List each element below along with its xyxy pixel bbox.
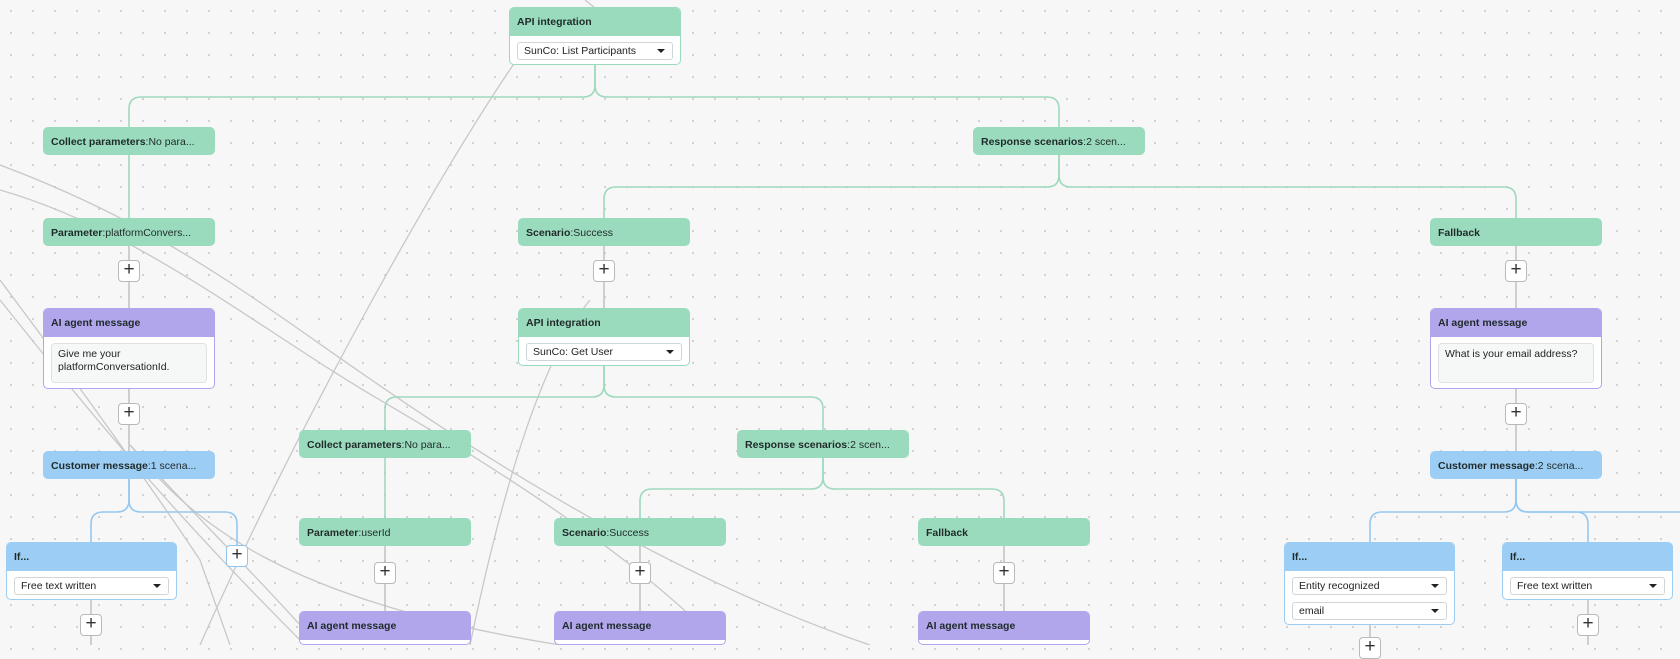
api-integration-node[interactable]: API integration SunCo: Get User xyxy=(518,308,690,366)
scenario-success-node[interactable]: Scenario:Success xyxy=(554,518,726,546)
caret-down-icon xyxy=(1649,584,1657,588)
add-step-button[interactable]: + xyxy=(1577,614,1599,636)
node-summary: 2 scena... xyxy=(1537,460,1584,472)
node-summary: platformConvers... xyxy=(105,227,192,239)
endpoint-select[interactable]: SunCo: List Participants xyxy=(517,42,673,60)
node-title: AI agent message xyxy=(926,620,1016,632)
add-step-button[interactable]: + xyxy=(993,562,1015,584)
node-title: Response scenarios xyxy=(745,439,848,451)
node-summary: 2 scen... xyxy=(850,439,890,451)
node-summary: No para... xyxy=(404,439,451,451)
fallback-node[interactable]: Fallback xyxy=(918,518,1090,546)
select-value: SunCo: List Participants xyxy=(524,45,637,57)
endpoint-select[interactable]: SunCo: Get User xyxy=(526,343,682,361)
node-title: If... xyxy=(14,551,30,563)
node-title: Fallback xyxy=(926,527,969,539)
api-integration-node[interactable]: API integration SunCo: List Participants xyxy=(509,7,681,65)
node-summary: 2 scen... xyxy=(1086,136,1126,148)
add-branch-button[interactable]: + xyxy=(226,545,248,567)
node-summary: No para... xyxy=(148,136,195,148)
ai-agent-message-node[interactable]: AI agent message What is your email addr… xyxy=(1430,308,1602,389)
node-title: AI agent message xyxy=(1438,317,1528,329)
caret-down-icon xyxy=(153,584,161,588)
fallback-node[interactable]: Fallback xyxy=(1430,218,1602,246)
add-step-button[interactable]: + xyxy=(1505,403,1527,425)
select-value: Free text written xyxy=(1517,580,1593,592)
node-title: Response scenarios xyxy=(981,136,1084,148)
condition-select[interactable]: Free text written xyxy=(1510,577,1665,595)
node-title: If... xyxy=(1292,551,1308,563)
message-text[interactable]: Give me your platformConversationId. xyxy=(51,343,207,383)
caret-down-icon xyxy=(1431,609,1439,613)
node-title: Parameter xyxy=(307,527,359,539)
node-title: Customer message xyxy=(1438,460,1535,472)
add-step-button[interactable]: + xyxy=(1359,637,1381,659)
node-title: Scenario xyxy=(526,227,571,239)
add-step-button[interactable]: + xyxy=(1505,260,1527,282)
condition-select[interactable]: Entity recognized xyxy=(1292,577,1447,595)
node-title: AI agent message xyxy=(562,620,652,632)
node-title: Parameter xyxy=(51,227,103,239)
select-value: SunCo: Get User xyxy=(533,346,613,358)
message-text[interactable]: What is your email address? xyxy=(1438,343,1594,383)
response-scenarios-node[interactable]: Response scenarios:2 scen... xyxy=(737,430,909,458)
node-title: API integration xyxy=(526,317,601,329)
caret-down-icon xyxy=(666,350,674,354)
node-title: Collect parameters xyxy=(307,439,402,451)
node-summary: userId xyxy=(361,527,391,539)
customer-message-node[interactable]: Customer message:1 scena... xyxy=(43,451,215,479)
parameter-node[interactable]: Parameter:userId xyxy=(299,518,471,546)
customer-message-node[interactable]: Customer message:2 scena... xyxy=(1430,451,1602,479)
node-summary: Success xyxy=(609,527,649,539)
scenario-success-node[interactable]: Scenario:Success xyxy=(518,218,690,246)
ai-agent-message-node[interactable]: AI agent message xyxy=(554,611,726,645)
select-value: Entity recognized xyxy=(1299,580,1380,592)
ai-agent-message-node[interactable]: AI agent message xyxy=(299,611,471,645)
if-condition-node[interactable]: If... Free text written xyxy=(1502,542,1673,600)
entity-select[interactable]: email xyxy=(1292,602,1447,620)
parameter-node[interactable]: Parameter:platformConvers... xyxy=(43,218,215,246)
node-title: AI agent message xyxy=(51,317,141,329)
ai-agent-message-node[interactable]: AI agent message Give me your platformCo… xyxy=(43,308,215,389)
response-scenarios-node[interactable]: Response scenarios:2 scen... xyxy=(973,127,1145,155)
if-condition-node[interactable]: If... Entity recognized email xyxy=(1284,542,1455,625)
ai-agent-message-node[interactable]: AI agent message xyxy=(918,611,1090,645)
node-title: Scenario xyxy=(562,527,607,539)
node-title: API integration xyxy=(517,16,592,28)
add-step-button[interactable]: + xyxy=(593,260,615,282)
node-summary: 1 scena... xyxy=(150,460,197,472)
cross-link xyxy=(199,54,521,645)
condition-select[interactable]: Free text written xyxy=(14,577,169,595)
if-condition-node[interactable]: If... Free text written xyxy=(6,542,177,600)
node-title: If... xyxy=(1510,551,1526,563)
add-step-button[interactable]: + xyxy=(374,562,396,584)
collect-parameters-node[interactable]: Collect parameters:No para... xyxy=(299,430,471,458)
add-step-button[interactable]: + xyxy=(629,562,651,584)
caret-down-icon xyxy=(1431,584,1439,588)
add-step-button[interactable]: + xyxy=(80,614,102,636)
add-step-button[interactable]: + xyxy=(118,403,140,425)
node-summary: Success xyxy=(573,227,613,239)
collect-parameters-node[interactable]: Collect parameters:No para... xyxy=(43,127,215,155)
node-title: Fallback xyxy=(1438,227,1481,239)
add-step-button[interactable]: + xyxy=(118,260,140,282)
node-title: Customer message xyxy=(51,460,148,472)
node-title: Collect parameters xyxy=(51,136,146,148)
select-value: email xyxy=(1299,605,1325,617)
node-title: AI agent message xyxy=(307,620,397,632)
caret-down-icon xyxy=(657,49,665,53)
select-value: Free text written xyxy=(21,580,97,592)
